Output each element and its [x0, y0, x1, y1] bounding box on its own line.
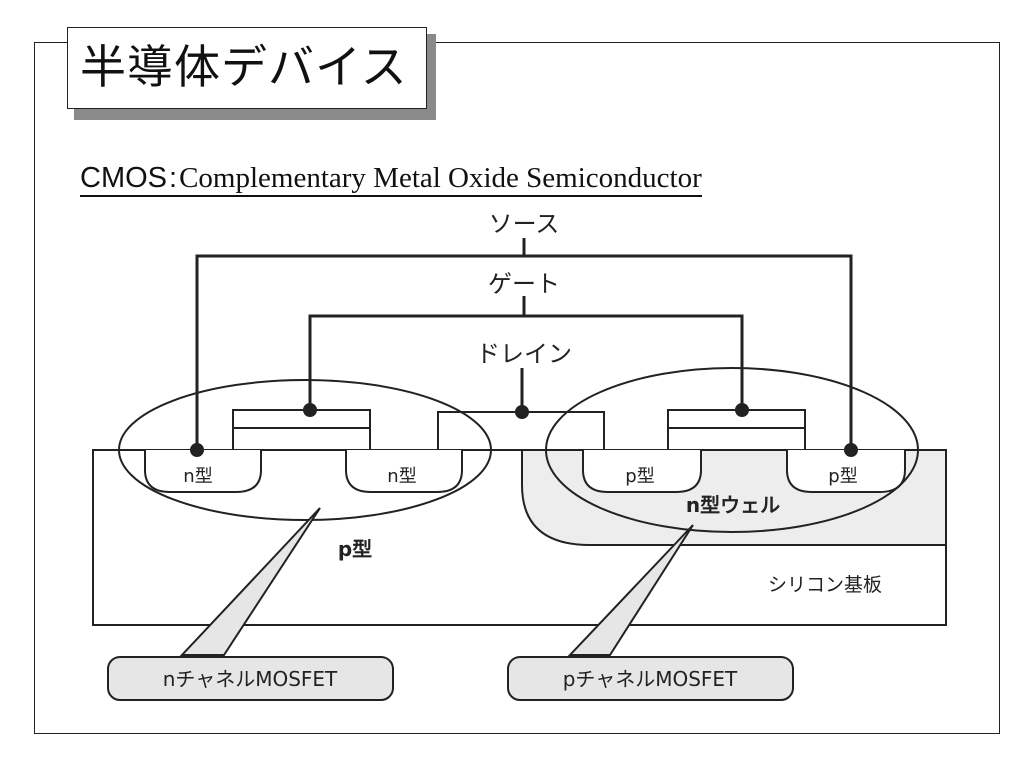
gate-contact-nmos: [303, 403, 317, 417]
n-type-right-label: n型: [387, 466, 416, 487]
pmos-callout-label: pチャネルMOSFET: [563, 667, 738, 691]
subtitle-abbreviation: CMOS: [80, 162, 167, 194]
nmos-callout-label: nチャネルMOSFET: [163, 667, 338, 691]
source-contact-pmos: [844, 443, 858, 457]
n-diffusion-right: [345, 450, 463, 493]
nmos-callout-pointer: [179, 507, 321, 656]
p-substrate-label: p型: [338, 537, 372, 561]
n-well-label: n型ウェル: [686, 493, 780, 517]
n-type-left-label: n型: [183, 466, 212, 487]
p-diffusion-left: [582, 450, 702, 493]
source-contact-nmos: [190, 443, 204, 457]
p-diffusion-right: [786, 450, 906, 493]
gate-label: ゲート: [488, 270, 560, 298]
p-type-left-label: p型: [625, 466, 654, 487]
pmos-gate-oxide: [667, 409, 806, 451]
subtitle-colon: :: [169, 162, 178, 194]
nmos-callout-box: [107, 656, 394, 701]
drain-label: ドレイン: [476, 340, 572, 368]
nmos-gate-oxide: [232, 409, 371, 451]
n-diffusion-left: [144, 450, 262, 493]
pmos-callout-box: [507, 656, 794, 701]
silicon-substrate-label: シリコン基板: [768, 574, 882, 596]
pmos-highlight-ellipse: [545, 367, 919, 533]
nmos-highlight-ellipse: [118, 379, 492, 521]
drain-contact: [515, 405, 529, 419]
p-type-right-label: p型: [828, 466, 857, 487]
source-label: ソース: [489, 210, 560, 238]
subtitle-full-name: Complementary Metal Oxide Semiconductor: [179, 162, 702, 194]
pmos-callout-pointer: [567, 524, 694, 656]
gate-contact-pmos: [735, 403, 749, 417]
slide-subtitle: CMOS:Complementary Metal Oxide Semicondu…: [80, 160, 702, 197]
title-box: 半導体デバイス: [67, 27, 427, 109]
slide-title: 半導体デバイス: [80, 40, 408, 94]
gate-wire: [308, 314, 744, 410]
